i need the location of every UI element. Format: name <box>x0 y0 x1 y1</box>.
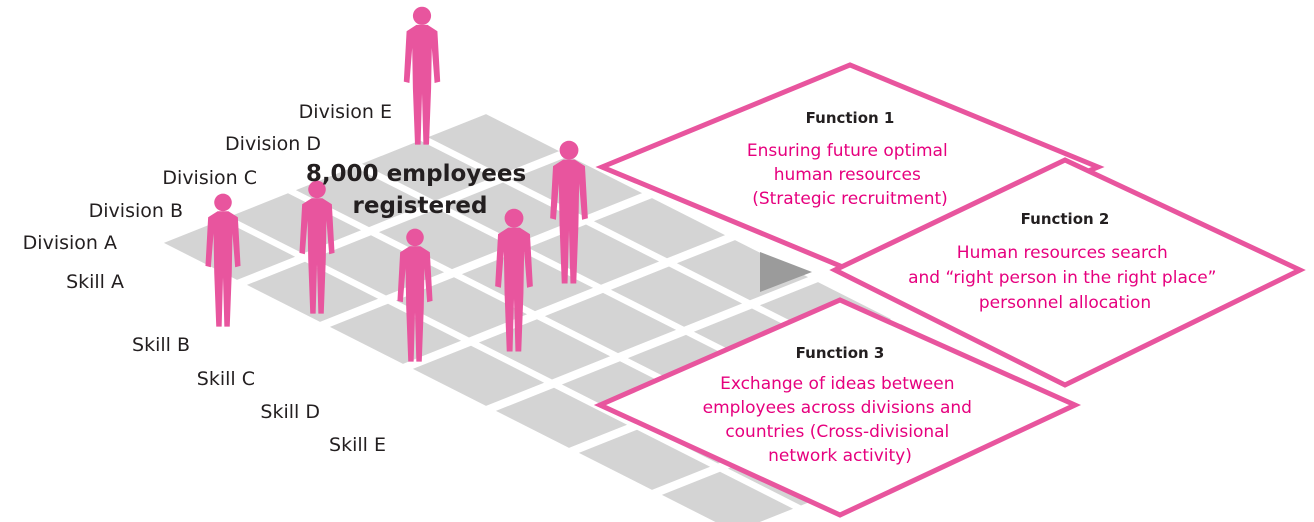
skill-label-e: Skill E <box>329 434 386 456</box>
function-3-diamond: Function 3 Exchange of ideas between emp… <box>593 297 1082 518</box>
employees-registered-word: registered <box>353 193 488 219</box>
triangle-arrow-icon <box>760 252 812 292</box>
division-label-c: Division C <box>162 167 257 189</box>
skill-label-b: Skill B <box>132 334 190 356</box>
grid-tile <box>295 166 428 228</box>
grid-tile <box>544 292 677 354</box>
skill-labels: Skill A Skill B Skill C Skill D Skill E <box>66 271 386 456</box>
function-2-diamond: Function 2 Human resources search and “r… <box>829 157 1306 388</box>
function-3-description: Exchange of ideas between employees acro… <box>703 374 978 466</box>
employees-count: 8,000 employees <box>306 161 526 187</box>
grid-tile <box>578 429 711 490</box>
division-label-b: Division B <box>89 200 183 222</box>
grid-tile <box>412 345 545 406</box>
grid-tile <box>593 198 726 259</box>
function-3-title: Function 3 <box>796 344 885 362</box>
employees-registered-label: 8,000 employees registered <box>306 161 534 219</box>
grid-tile <box>329 303 462 364</box>
grid-tile <box>427 114 560 175</box>
skill-label-a: Skill A <box>66 271 124 293</box>
person-silhouette-icon <box>403 6 441 145</box>
grid-tile <box>610 266 743 327</box>
division-label-a: Division A <box>23 232 117 254</box>
division-label-d: Division D <box>225 133 321 155</box>
division-label-e: Division E <box>299 101 392 123</box>
person-silhouette-icon <box>205 193 241 327</box>
skill-label-d: Skill D <box>260 401 320 423</box>
division-labels: Division A Division B Division C Divisio… <box>23 101 392 254</box>
grid-tile <box>361 140 494 201</box>
function-2-description: Human resources search and “right person… <box>908 243 1222 313</box>
function-1-diamond: Function 1 Ensuring future optimal human… <box>595 62 1105 273</box>
skill-label-c: Skill C <box>197 368 255 390</box>
function-1-title: Function 1 <box>806 109 895 127</box>
function-2-title: Function 2 <box>1021 210 1110 228</box>
grid-tile <box>495 387 628 448</box>
grid-tile <box>378 208 511 270</box>
grid-tile <box>661 471 794 522</box>
function-1-description: Ensuring future optimal human resources … <box>747 141 953 209</box>
